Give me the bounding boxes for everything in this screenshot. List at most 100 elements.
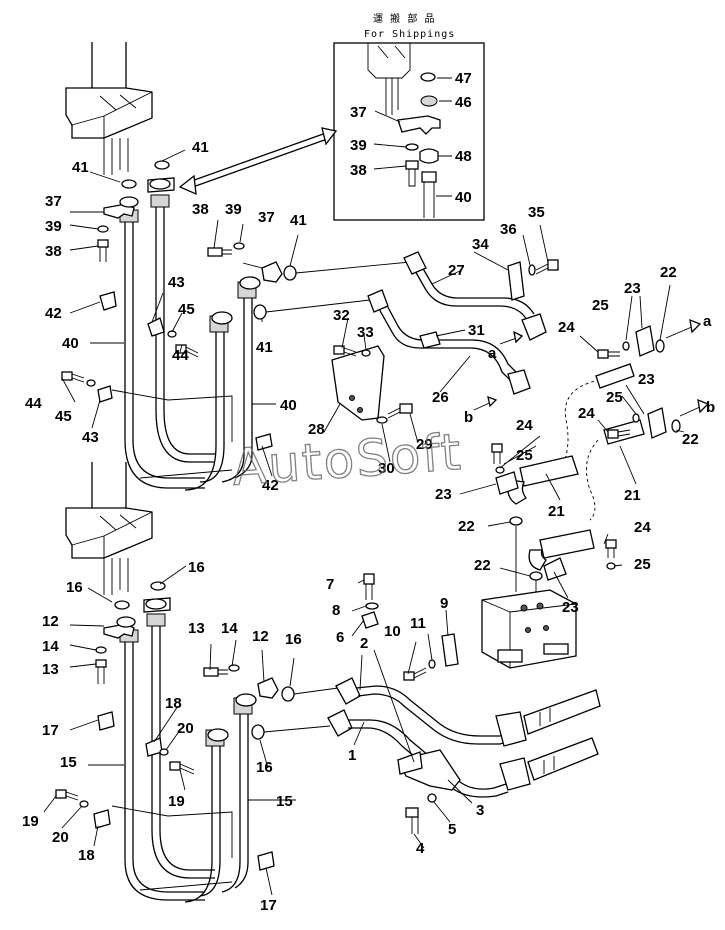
lower-label-14b: 14 <box>221 620 238 637</box>
valve-label-25a: 25 <box>592 297 609 314</box>
valve-label-22c: 22 <box>458 518 475 535</box>
valve-label-21a: 21 <box>548 503 565 520</box>
lower-label-15a: 15 <box>60 754 77 771</box>
detail-arrow <box>178 127 338 196</box>
upper-label-a: a <box>488 345 497 362</box>
upper-label-38b: 38 <box>192 201 209 218</box>
upper-label-43b: 43 <box>82 429 99 446</box>
lower-label-18b: 18 <box>78 847 95 864</box>
shipping-detail-box: 運 搬 部 品 For Shippings 47 46 37 48 39 38 … <box>333 12 485 221</box>
upper-label-28: 28 <box>308 421 325 438</box>
lower-label-6: 6 <box>336 629 344 646</box>
upper-label-36: 36 <box>500 221 517 238</box>
valve-label-25d: 25 <box>634 556 651 573</box>
lower-label-16d: 16 <box>256 759 273 776</box>
lower-label-12b: 12 <box>252 628 269 645</box>
upper-label-27: 27 <box>448 262 465 279</box>
upper-label-44b: 44 <box>25 395 42 412</box>
upper-label-26: 26 <box>432 389 449 406</box>
valve-label-a: a <box>703 313 712 330</box>
valve-label-22a: 22 <box>660 264 677 281</box>
valve-label-23b: 23 <box>638 371 655 388</box>
upper-label-42b: 42 <box>262 477 279 494</box>
lower-label-10: 10 <box>384 623 401 640</box>
valve-label-b: b <box>706 399 715 416</box>
lower-label-16a: 16 <box>66 579 83 596</box>
upper-label-44a: 44 <box>172 347 189 364</box>
lower-label-16b: 16 <box>188 559 205 576</box>
valve-label-22b: 22 <box>682 431 699 448</box>
upper-label-30: 30 <box>378 460 395 477</box>
lower-label-19b: 19 <box>22 813 39 830</box>
valve-label-22d: 22 <box>474 557 491 574</box>
valve-label-23c: 23 <box>435 486 452 503</box>
lower-label-18a: 18 <box>165 695 182 712</box>
upper-swing-assembly: 41 41 37 39 38 38 39 37 41 43 42 45 40 4… <box>25 42 559 494</box>
valve-label-21b: 21 <box>624 487 641 504</box>
lower-label-7: 7 <box>326 576 334 593</box>
box-label-39: 39 <box>350 137 367 154</box>
upper-label-41a: 41 <box>72 159 89 176</box>
lower-swing-assembly: 16 16 12 14 13 7 9 8 6 2 10 11 13 14 12 … <box>22 462 601 914</box>
watermark: AutoSoft <box>230 423 464 497</box>
lower-label-4: 4 <box>416 840 425 857</box>
upper-label-33: 33 <box>357 324 374 341</box>
lower-label-12a: 12 <box>42 613 59 630</box>
lower-label-1: 1 <box>348 747 356 764</box>
upper-label-45a: 45 <box>178 301 195 318</box>
upper-label-b: b <box>464 409 473 426</box>
box-label-37: 37 <box>350 104 367 121</box>
upper-label-41d: 41 <box>256 339 273 356</box>
upper-label-39b: 39 <box>225 201 242 218</box>
valve-label-24c: 24 <box>516 417 533 434</box>
lower-label-15b: 15 <box>276 793 293 810</box>
lower-label-19a: 19 <box>168 793 185 810</box>
valve-label-24a: 24 <box>558 319 575 336</box>
upper-label-37a: 37 <box>45 193 62 210</box>
upper-label-38a: 38 <box>45 243 62 260</box>
valve-label-25c: 25 <box>516 447 533 464</box>
upper-label-32: 32 <box>333 307 350 324</box>
lower-label-20b: 20 <box>52 829 69 846</box>
box-label-38: 38 <box>350 162 367 179</box>
lower-label-16c: 16 <box>285 631 302 648</box>
lower-label-8: 8 <box>332 602 340 619</box>
box-label-48: 48 <box>455 148 472 165</box>
lower-label-20a: 20 <box>177 720 194 737</box>
upper-label-45b: 45 <box>55 408 72 425</box>
box-label-47: 47 <box>455 70 472 87</box>
shipping-title-en: For Shippings <box>364 29 455 40</box>
lower-label-2: 2 <box>360 635 368 652</box>
lower-label-13a: 13 <box>42 661 59 678</box>
lower-label-17b: 17 <box>260 897 277 914</box>
lower-label-17a: 17 <box>42 722 59 739</box>
valve-label-24b: 24 <box>578 405 595 422</box>
upper-label-31: 31 <box>468 322 485 339</box>
upper-label-34: 34 <box>472 236 489 253</box>
lower-label-9: 9 <box>440 595 448 612</box>
upper-label-40b: 40 <box>280 397 297 414</box>
lower-label-11: 11 <box>410 615 426 632</box>
lower-label-14a: 14 <box>42 638 59 655</box>
upper-label-29: 29 <box>416 436 433 453</box>
upper-label-42a: 42 <box>45 305 62 322</box>
valve-label-23d: 23 <box>562 599 579 616</box>
lower-label-13b: 13 <box>188 620 205 637</box>
valve-assembly: 22 25 23 24 a 23 25 24 b 22 24 25 23 21 … <box>435 264 715 669</box>
upper-label-41c: 41 <box>290 212 307 229</box>
lower-label-5: 5 <box>448 821 456 838</box>
upper-label-37b: 37 <box>258 209 275 226</box>
upper-label-41b: 41 <box>192 139 209 156</box>
upper-label-39a: 39 <box>45 218 62 235</box>
lower-label-3: 3 <box>476 802 484 819</box>
valve-label-24d: 24 <box>634 519 651 536</box>
valve-label-23a: 23 <box>624 280 641 297</box>
shipping-title-jp: 運 搬 部 品 <box>373 12 437 25</box>
box-label-40: 40 <box>455 189 472 206</box>
upper-label-35: 35 <box>528 204 545 221</box>
valve-label-25b: 25 <box>606 389 623 406</box>
upper-label-43a: 43 <box>168 274 185 291</box>
box-label-46: 46 <box>455 94 472 111</box>
upper-label-40a: 40 <box>62 335 79 352</box>
